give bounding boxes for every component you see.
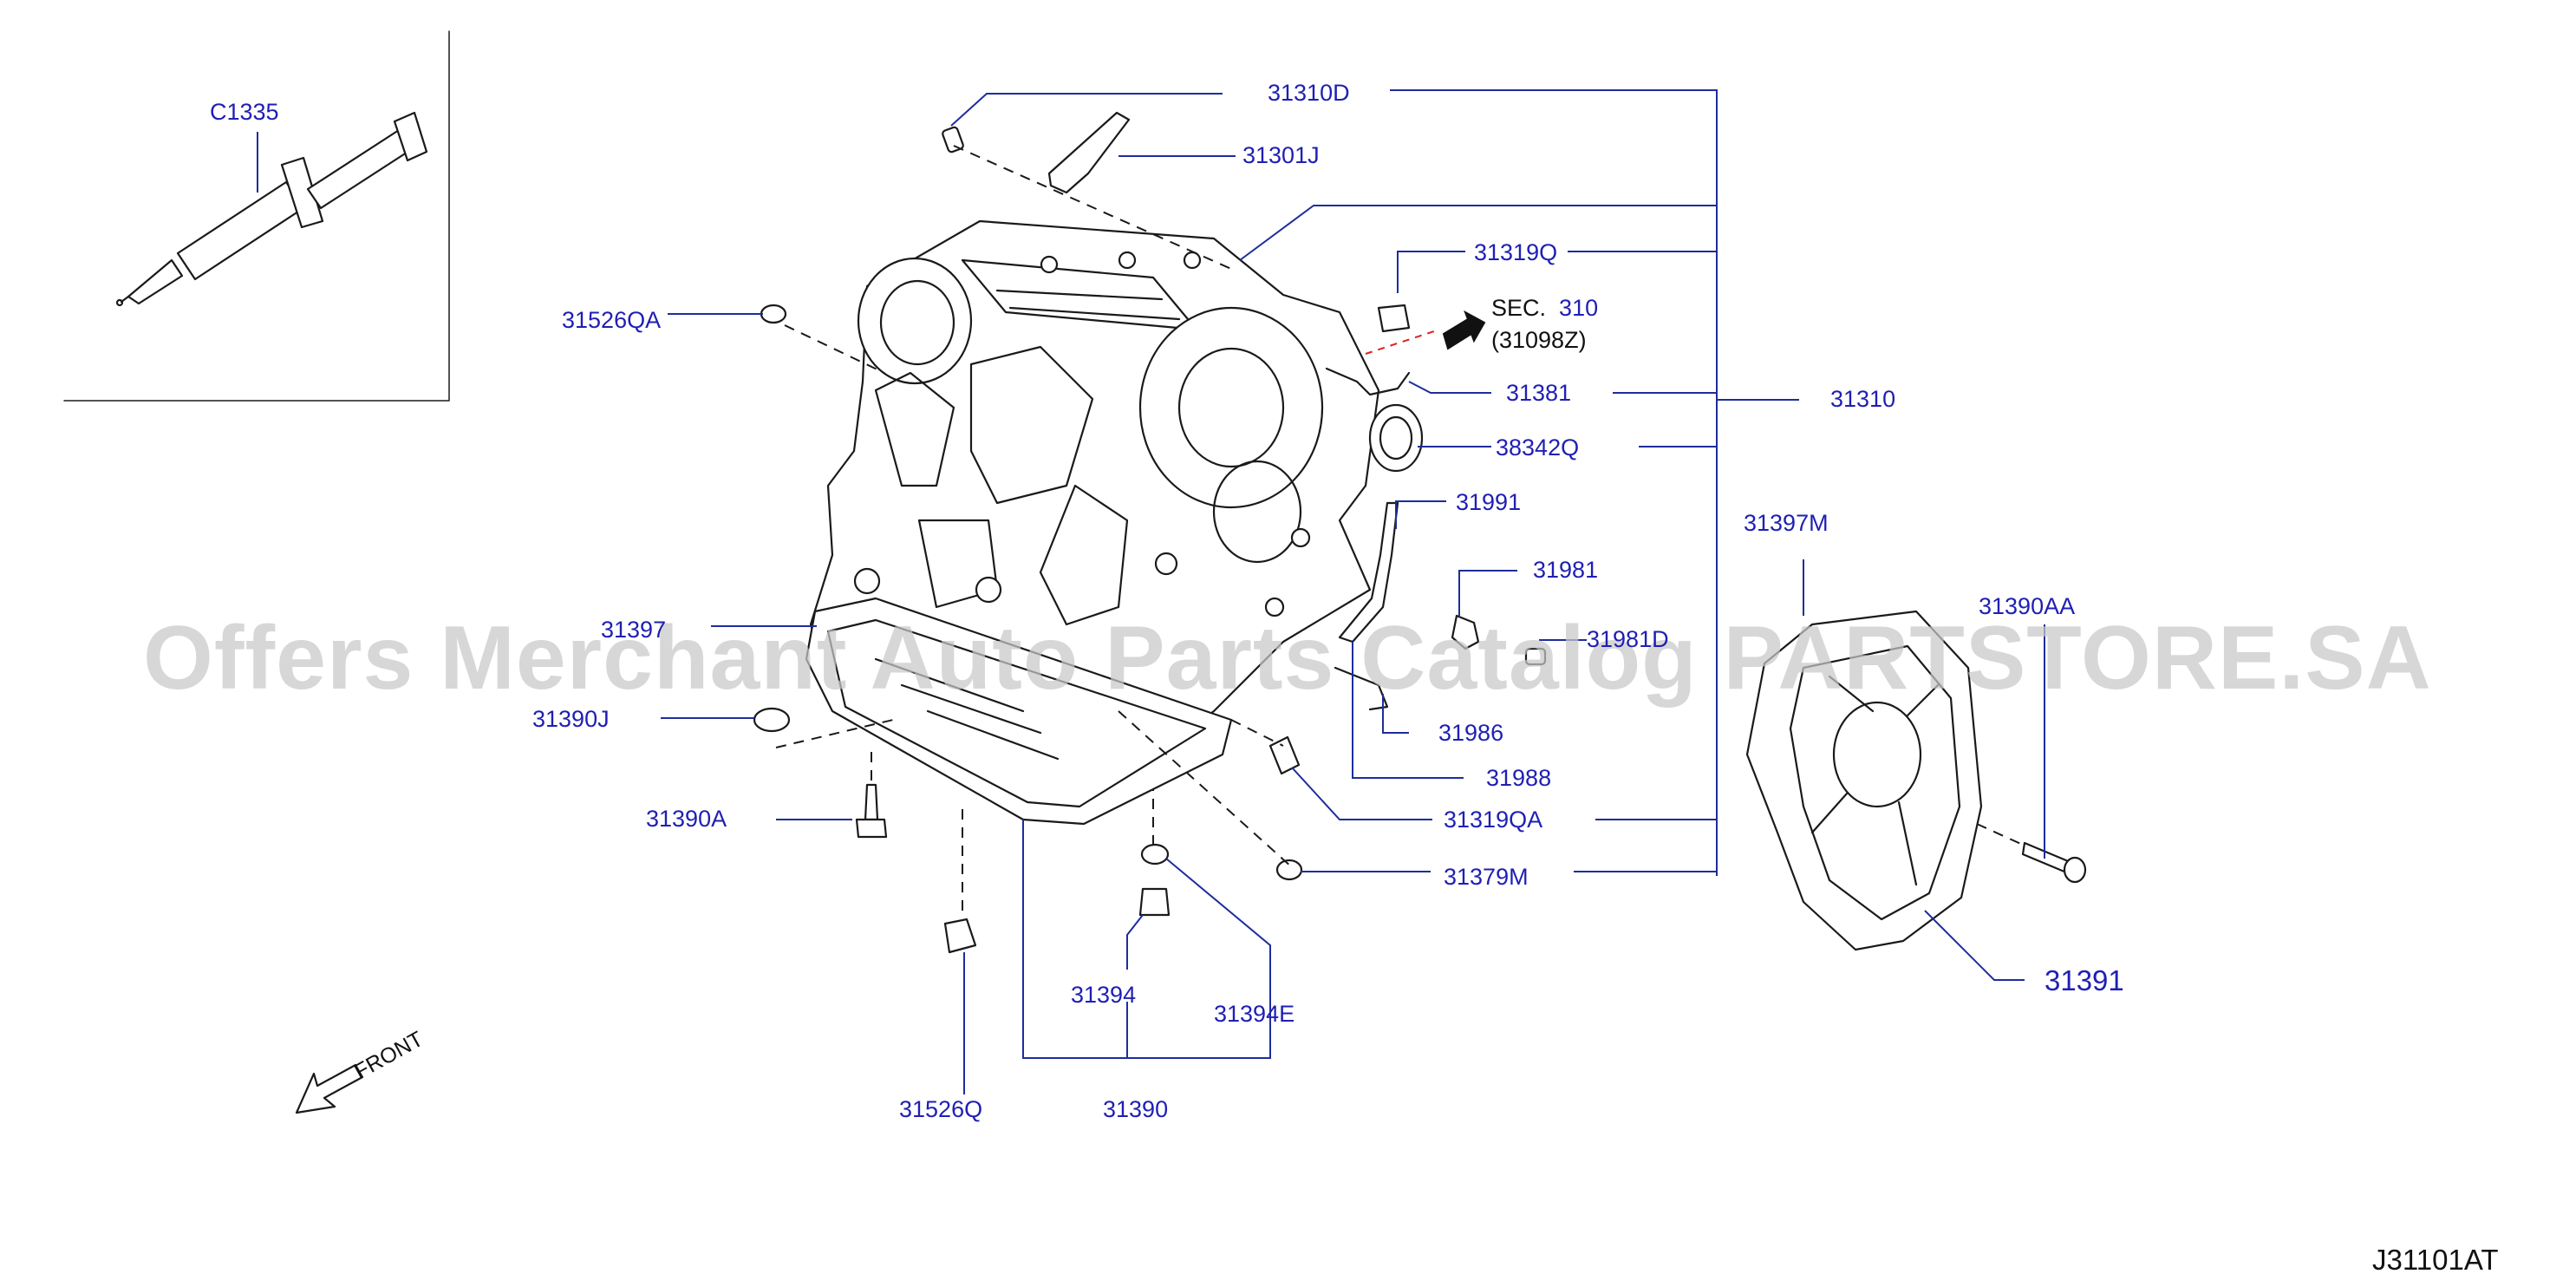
callout-31390j[interactable]: 31390J (532, 706, 610, 732)
inset-frame (63, 30, 450, 402)
small-parts-illustration (753, 111, 1547, 954)
callout-31397[interactable]: 31397 (601, 617, 667, 643)
callout-31526q[interactable]: 31526Q (899, 1096, 983, 1122)
oil-pan-illustration (805, 597, 1233, 826)
section-ref-prefix: SEC. (1491, 295, 1547, 321)
callout-31391[interactable]: 31391 (2044, 964, 2124, 996)
callout-31301j[interactable]: 31301J (1242, 142, 1320, 168)
callout-31991[interactable]: 31991 (1456, 489, 1522, 515)
section-arrow (1442, 310, 1486, 350)
section-ref-label[interactable]: SEC. 310 (1491, 297, 1598, 320)
callout-31981d[interactable]: 31981D (1587, 626, 1669, 652)
callout-31390a[interactable]: 31390A (646, 806, 727, 832)
callout-31988[interactable]: 31988 (1486, 765, 1552, 791)
callout-31390[interactable]: 31390 (1103, 1096, 1169, 1122)
callout-31390aa[interactable]: 31390AA (1979, 593, 2076, 619)
callout-31310[interactable]: 31310 (1830, 386, 1896, 412)
section-ref-part: (31098Z) (1491, 327, 1587, 353)
callout-31381[interactable]: 31381 (1506, 380, 1572, 406)
callout-31319q[interactable]: 31319Q (1474, 239, 1558, 265)
dashed-connections (775, 145, 2025, 911)
front-arrow-icon (295, 1063, 364, 1114)
callout-c1335[interactable]: C1335 (210, 99, 279, 125)
callout-31379m[interactable]: 31379M (1444, 864, 1529, 890)
callout-31310d[interactable]: 31310D (1268, 80, 1350, 106)
callout-31394[interactable]: 31394 (1071, 982, 1137, 1008)
callout-31319qa[interactable]: 31319QA (1444, 807, 1543, 833)
callout-31526qa[interactable]: 31526QA (562, 307, 662, 333)
side-cover-illustration (1745, 610, 2087, 951)
diagram-code: J31101AT (2372, 1244, 2499, 1276)
callout-31394e[interactable]: 31394E (1214, 1001, 1295, 1027)
callout-31986[interactable]: 31986 (1438, 720, 1504, 746)
callout-31981[interactable]: 31981 (1533, 557, 1599, 583)
section-ref-number: 310 (1559, 295, 1599, 321)
leader-lines (661, 89, 2045, 1094)
sealant-tube-illustration (115, 111, 428, 307)
callout-31397m[interactable]: 31397M (1744, 510, 1829, 536)
callout-38342q[interactable]: 38342Q (1496, 434, 1580, 461)
